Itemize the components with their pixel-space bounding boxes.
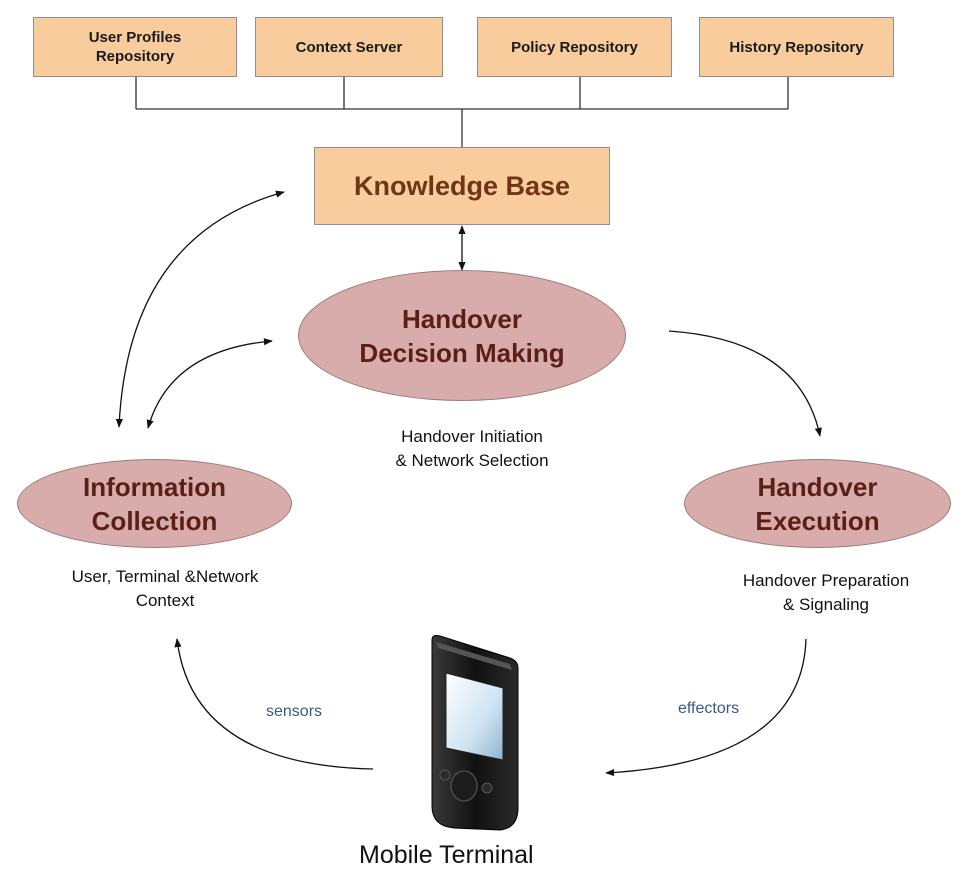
effectors-label: effectors (678, 700, 740, 717)
decision-execution-arrow (668, 330, 822, 437)
knowledge-base: Knowledge Base (314, 147, 610, 225)
sensors-arrow (174, 638, 374, 770)
history-repository: History Repository (699, 17, 894, 77)
kb-info-arrow (115, 190, 285, 428)
execution-caption: Handover Preparation & Signaling (742, 571, 910, 614)
decision-info-arrow (146, 338, 273, 429)
user-profiles-repository: User Profiles Repository (33, 17, 237, 77)
policy-repository: Policy Repository (477, 17, 672, 77)
information-collection: Information Collection (17, 459, 292, 548)
decision-making-caption: Handover Initiation & Network Selection (395, 427, 549, 470)
context-server: Context Server (255, 17, 443, 77)
mobile-terminal-label: Mobile Terminal (359, 841, 534, 869)
sensors-label: sensors (266, 703, 323, 720)
handover-decision-making: Handover Decision Making (298, 270, 626, 401)
information-collection-caption: User, Terminal &Network Context (71, 567, 259, 610)
mobile-terminal-icon (431, 635, 519, 831)
effectors-arrow (605, 638, 807, 777)
handover-execution: Handover Execution (684, 459, 951, 548)
repository-bus (135, 77, 789, 147)
